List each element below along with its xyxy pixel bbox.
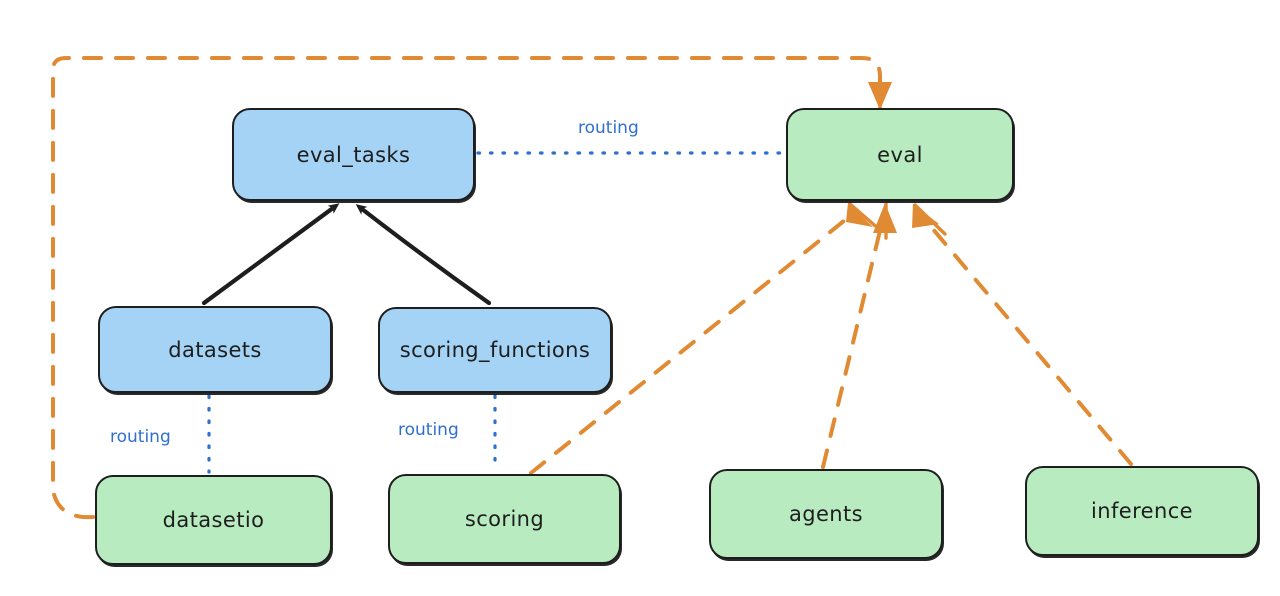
edge-datasets-to-eval-tasks <box>201 203 340 306</box>
node-label-eval-tasks: eval_tasks <box>296 142 411 167</box>
edge-agents-to-eval <box>821 202 897 469</box>
node-label-scoring: scoring <box>464 507 545 531</box>
node-scoring-functions[interactable]: scoring_functions <box>378 307 612 393</box>
node-label-scoring-functions: scoring_functions <box>399 338 591 362</box>
edge-label-routing-scoring-functions-scoring: routing <box>398 420 459 440</box>
edge-scoring-functions-to-eval-tasks <box>355 204 492 306</box>
edge-label-routing-eval-tasks-eval: routing <box>578 118 639 138</box>
node-scoring[interactable]: scoring <box>388 474 621 564</box>
node-label-eval: eval <box>877 142 923 167</box>
edge-label-routing-datasets-datasetio: routing <box>110 427 171 447</box>
node-agents[interactable]: agents <box>709 469 943 559</box>
node-eval[interactable]: eval <box>786 108 1014 201</box>
node-datasetio[interactable]: datasetio <box>95 475 332 565</box>
edge-inference-to-eval <box>912 203 1133 466</box>
node-label-agents: agents <box>788 502 863 526</box>
node-datasets[interactable]: datasets <box>98 306 332 393</box>
node-label-datasetio: datasetio <box>162 508 265 532</box>
node-eval-tasks[interactable]: eval_tasks <box>232 108 475 201</box>
node-label-datasets: datasets <box>168 337 262 362</box>
node-inference[interactable]: inference <box>1025 466 1259 556</box>
node-label-inference: inference <box>1091 499 1193 523</box>
